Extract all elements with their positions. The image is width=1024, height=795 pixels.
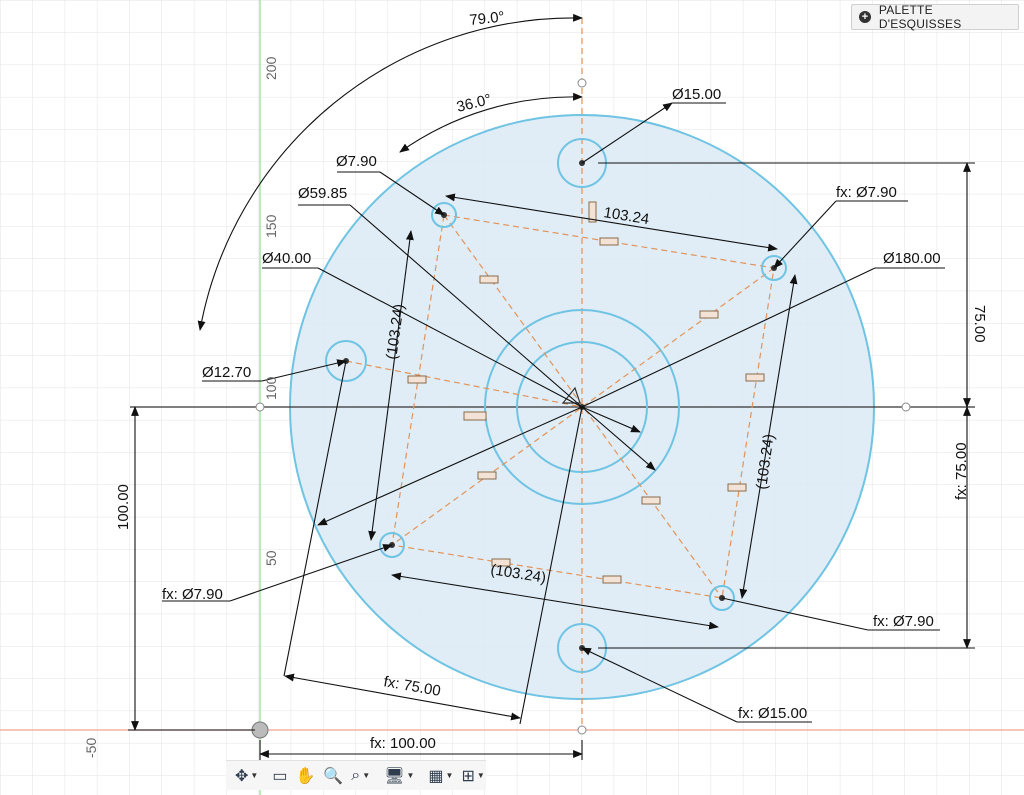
orbit-button[interactable]: ✥▼	[232, 765, 261, 787]
axis-tick-minus-50: -50	[83, 738, 99, 758]
zoom-window-icon: 🔍	[323, 767, 344, 785]
axis-tick-150: 150	[263, 214, 279, 238]
pan-icon: ✋	[295, 767, 316, 785]
dim-d59-85[interactable]: Ø59.85	[298, 185, 347, 202]
dim-fx-d15-bottom[interactable]: fx: Ø15.00	[738, 705, 807, 722]
look-at-button[interactable]: ▭	[269, 765, 290, 787]
navigation-toolbar: ✥▼▭✋🔍⌕▼🖥▼▦▼⊞▼	[226, 760, 486, 790]
circle-d40[interactable]	[516, 341, 648, 473]
chevron-down-icon: ▼	[445, 771, 454, 780]
chevron-down-icon: ▼	[476, 771, 485, 780]
chevron-down-icon: ▼	[362, 771, 371, 780]
axis-tick-200: 200	[263, 56, 279, 80]
zoom-window-button[interactable]: 🔍	[320, 765, 346, 787]
hole-d12-70[interactable]	[325, 340, 367, 382]
dimension-lines[interactable]	[128, 13, 975, 760]
dim-vertical-fx-75[interactable]: fx: 75.00	[953, 442, 970, 500]
dim-fx-d7-90-bottom-right[interactable]: fx: Ø7.90	[873, 613, 934, 630]
viewports-icon: ⊞	[461, 767, 475, 785]
chevron-down-icon: ▼	[406, 771, 415, 780]
display-settings-icon: 🖥	[384, 767, 405, 785]
display-settings-button[interactable]: 🖥▼	[381, 765, 417, 787]
orbit-icon: ✥	[235, 767, 249, 785]
dim-d15-top[interactable]: Ø15.00	[672, 86, 721, 103]
zoom-icon: ⌕	[351, 766, 361, 784]
chevron-down-icon: ▼	[250, 771, 259, 780]
sketch-palette-button[interactable]: + PALETTE D'ESQUISSES	[851, 3, 1019, 31]
axis-tick-100: 100	[263, 376, 279, 400]
dim-fx-100[interactable]: fx: 100.00	[370, 735, 436, 752]
dim-d7-90-top[interactable]: Ø7.90	[336, 153, 377, 170]
dim-vertical-75[interactable]: 75.00	[971, 305, 988, 343]
zoom-button[interactable]: ⌕▼	[348, 765, 373, 787]
dim-vertical-100[interactable]: 100.00	[115, 484, 132, 530]
grid-icon: ▦	[428, 767, 444, 785]
dim-d180[interactable]: Ø180.00	[883, 250, 941, 267]
viewports-button[interactable]: ⊞▼	[458, 765, 487, 787]
dim-d12-70[interactable]: Ø12.70	[202, 364, 251, 381]
dim-length-top[interactable]: 103.24	[602, 204, 650, 228]
plus-circle-icon: +	[859, 11, 871, 23]
dim-d40[interactable]: Ø40.00	[262, 250, 311, 267]
construction-diagonal-1	[443, 214, 723, 599]
axis-tick-50: 50	[263, 550, 279, 566]
sketch-palette-label: PALETTE D'ESQUISSES	[878, 3, 962, 31]
grid-button[interactable]: ▦▼	[425, 765, 456, 787]
dim-fx-d7-90-right[interactable]: fx: Ø7.90	[836, 184, 897, 201]
axis-tick-labels: 200 150 100 50 -50	[83, 56, 279, 758]
dim-fx-d7-90-left[interactable]: fx: Ø7.90	[162, 586, 223, 603]
dim-angle-79[interactable]: 79.0°	[469, 8, 506, 29]
pan-button[interactable]: ✋	[292, 765, 318, 787]
look-at-icon: ▭	[272, 767, 288, 785]
